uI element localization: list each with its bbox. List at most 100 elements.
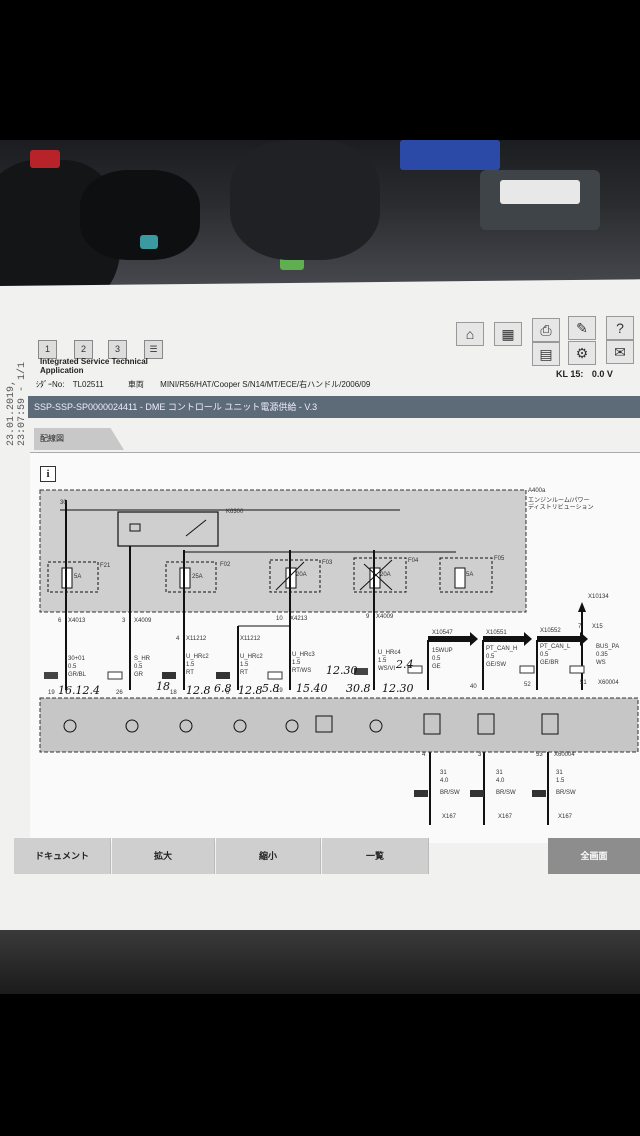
tab-2[interactable]: 2 — [74, 340, 93, 359]
wire-10-size: 0.35 — [596, 652, 608, 658]
wire-8-name: PT_CAN_H — [486, 646, 518, 652]
fuse-20a-1: 20A — [296, 572, 307, 578]
document-title-bar: SSP-SSP-SP0000024411 - DME コントロール ユニット電源… — [28, 396, 640, 418]
wire-3-name: U_HRc2 — [186, 654, 209, 660]
ground-3-size: 1.5 — [556, 778, 565, 784]
document-icon[interactable]: ▤ — [532, 342, 560, 366]
connector-x10547: X10547 — [432, 630, 453, 636]
mail-icon[interactable]: ✉ — [606, 340, 634, 364]
fullscreen-button[interactable]: 全画面 — [548, 838, 640, 874]
connector-x167-c: X167 — [558, 814, 573, 820]
wire-1-size: 0.5 — [68, 664, 77, 670]
wire-6-color: WS/VI — [378, 666, 396, 672]
connector-x10552: X10552 — [540, 628, 561, 634]
label-a400a-desc: エンジンルーム/パワー — [528, 498, 590, 504]
wire-2-color: GR — [134, 672, 143, 678]
pin-9: 9 — [366, 614, 370, 620]
help-icon[interactable]: ? — [606, 316, 634, 340]
vehicle-info-row: ｼﾀﾞｰNo: TL02511 車両 MINI/R56/HAT/Cooper S… — [36, 379, 370, 390]
connector-x60004: X60004 — [598, 680, 619, 686]
ground-3-color: BR/SW — [556, 790, 576, 796]
vehicle-value: MINI/R56/HAT/Cooper S/N14/MT/ECE/右ハンドル/2… — [160, 380, 371, 389]
home-icon[interactable]: ⌂ — [456, 322, 484, 346]
wire-6-size: 1.5 — [378, 658, 387, 664]
wire-9-name: PT_CAN_L — [540, 644, 571, 650]
list-icon[interactable]: ☰ — [144, 340, 163, 359]
fuse-5a-1: 5A — [74, 574, 82, 580]
pin-19b: 19 — [276, 688, 283, 694]
connector-x60004-b: X60004 — [554, 752, 575, 758]
ground-1-size: 4.0 — [440, 778, 449, 784]
tab-wiring-diagram[interactable]: 配線図 — [34, 428, 124, 450]
engine-bay-photo — [0, 140, 640, 295]
label-f05: F05 — [494, 556, 505, 562]
kl-value: 0.0 V — [591, 369, 613, 379]
pin-6b: 6 — [226, 690, 230, 696]
label-a400a-desc2: ディストリビューション — [528, 505, 594, 511]
tab-1[interactable]: 1 — [38, 340, 57, 359]
label-k6300: K6300 — [226, 509, 244, 515]
fuse-5a-2: 5A — [466, 572, 474, 578]
handwritten-note: 16.12.4 — [58, 684, 100, 697]
wire-8-color: GE/SW — [486, 662, 507, 668]
list-button[interactable]: 一覧 — [322, 838, 429, 874]
pin-6: 6 — [58, 618, 62, 624]
wire-5-name: U_HRc3 — [292, 652, 315, 658]
wrench-icon[interactable]: ✎ — [568, 316, 596, 340]
kl-label: KL 15: — [556, 369, 584, 379]
wire-4-color: RT — [240, 670, 248, 676]
handwritten-note: 12.30 — [326, 664, 358, 677]
zoom-out-button[interactable]: 縮小 — [216, 838, 321, 874]
handwritten-note: 12.8 — [186, 684, 211, 697]
connector-x11212-a: X11212 — [186, 636, 207, 642]
wire-8-size: 0.5 — [486, 654, 495, 660]
wire-9-color: GE/BR — [540, 660, 559, 666]
document-button[interactable]: ドキュメント — [14, 838, 111, 874]
zoom-in-button[interactable]: 拡大 — [112, 838, 215, 874]
order-label: ｼﾀﾞｰNo: — [36, 380, 65, 389]
pin-19: 19 — [48, 690, 55, 696]
handwritten-note: 2.4 — [396, 658, 414, 671]
tab-3[interactable]: 3 — [108, 340, 127, 359]
connector-x10134: X10134 — [588, 594, 609, 600]
wire-9-size: 0.5 — [540, 652, 549, 658]
wire-7-size: 0.5 — [432, 656, 441, 662]
ground-1-color: BR/SW — [440, 790, 460, 796]
wire-7-color: GE — [432, 664, 441, 670]
handwritten-note: 6.8 — [214, 682, 232, 695]
connector-x15: X15 — [592, 624, 603, 630]
wire-10-name: BUS_PA — [596, 644, 620, 650]
surface-below-page — [0, 930, 640, 994]
connector-x10551: X10551 — [486, 630, 507, 636]
wire-4-size: 1.5 — [240, 662, 249, 668]
kl15-voltage: KL 15: 0.0 V — [556, 369, 613, 379]
pin-40: 40 — [470, 684, 477, 690]
pin-3: 3 — [122, 618, 126, 624]
wire-5-color: RT/WS — [292, 668, 312, 674]
pin-26: 26 — [116, 690, 123, 696]
schematic-drawing — [39, 489, 639, 825]
label-a400a: A400a — [528, 488, 546, 494]
print-date-stamp: 23.01.2019, 23:07:59 - 1/1 — [6, 361, 28, 446]
wire-2-size: 0.5 — [134, 664, 143, 670]
wire-1-name: 30+01 — [68, 656, 85, 662]
order-value: TL02511 — [72, 380, 104, 389]
wire-6-name: U_HRc4 — [378, 650, 401, 656]
wire-1-color: GR/BL — [68, 672, 87, 678]
handwritten-note: 12.8 — [238, 684, 263, 697]
connector-x4213: X4213 — [290, 616, 308, 622]
fuse-25a: 25A — [192, 574, 203, 580]
gear-icon[interactable]: ⚙ — [568, 341, 596, 365]
wire-10-color: WS — [596, 660, 606, 666]
info-icon[interactable]: i — [40, 466, 56, 482]
handwritten-note: 15.40 — [296, 682, 328, 695]
pin-4: 4 — [176, 636, 180, 642]
print-icon[interactable]: ⎙ — [532, 318, 560, 342]
vehicle-label: 車両 — [127, 380, 144, 389]
ground-pin-53: 53 — [536, 752, 543, 758]
label-f21: F21 — [100, 563, 111, 569]
ground-pin-3: 3 — [478, 752, 482, 758]
tree-icon[interactable]: ▦ — [494, 322, 522, 346]
wire-4-name: U_HRc2 — [240, 654, 263, 660]
handwritten-note: 18 — [156, 680, 170, 693]
